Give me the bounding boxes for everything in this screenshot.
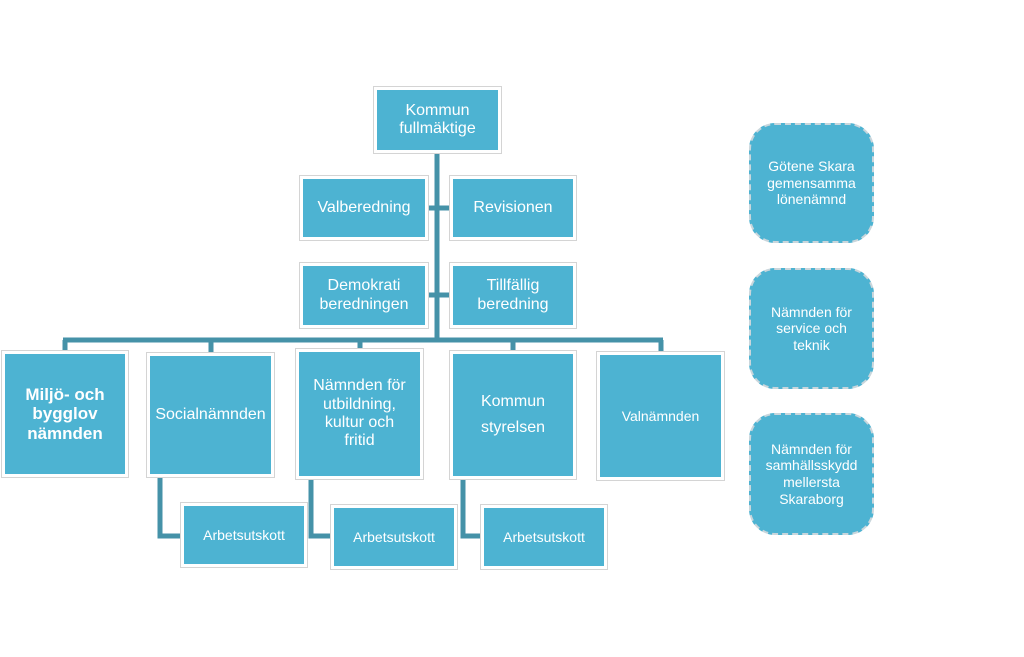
miljo-bygglov-namnden-label: Miljö- och bygglov nämnden (25, 384, 105, 443)
valnamnden-box[interactable]: Valnämnden (600, 355, 721, 477)
service-teknik-namnden-label: Nämnden för service och teknik (771, 303, 852, 353)
arbetsutskott-kommunstyrelsen-box[interactable]: Arbetsutskott (484, 508, 604, 566)
valberedning-label: Valberedning (317, 198, 411, 216)
arbetsutskott-utbildning-label: Arbetsutskott (353, 528, 435, 545)
valnamnden-label: Valnämnden (621, 407, 700, 424)
arbetsutskott-utbildning-box[interactable]: Arbetsutskott (334, 508, 454, 566)
miljo-bygglov-namnden-box[interactable]: Miljö- och bygglov nämnden (5, 354, 125, 474)
samhallsskydd-namnden-box[interactable]: Nämnden för samhällsskydd mellersta Skar… (749, 413, 874, 535)
revisionen-label: Revisionen (473, 198, 553, 216)
elbow-ks-au (460, 478, 486, 539)
service-teknik-namnden-box[interactable]: Nämnden för service och teknik (749, 268, 874, 389)
arbetsutskott-kommunstyrelsen-label: Arbetsutskott (503, 528, 585, 545)
demokratiberedningen-label: Demokrati beredningen (319, 277, 409, 313)
utbildning-kultur-fritid-box[interactable]: Nämnden för utbildning, kultur och friti… (299, 352, 420, 476)
samhallsskydd-namnden-label: Nämnden för samhällsskydd mellersta Skar… (765, 440, 858, 507)
revisionen-box[interactable]: Revisionen (453, 179, 573, 237)
arbetsutskott-social-box[interactable]: Arbetsutskott (184, 506, 304, 564)
arbetsutskott-social-label: Arbetsutskott (203, 526, 285, 543)
kommunfullmaktige-label: Kommun fullmäktige (399, 101, 476, 137)
gotene-skara-lonenamnd-box[interactable]: Götene Skara gemensamma lönenämnd (749, 123, 874, 243)
kommunfullmaktige-box[interactable]: Kommun fullmäktige (377, 90, 498, 150)
gotene-skara-lonenamnd-label: Götene Skara gemensamma lönenämnd (767, 158, 856, 208)
elbow-social-au (157, 478, 186, 539)
elbow-utbildning-au (308, 478, 335, 539)
tillfallig-beredning-box[interactable]: Tillfällig beredning (453, 266, 573, 325)
socialnamnden-box[interactable]: Socialnämnden (150, 356, 271, 474)
utbildning-kultur-fritid-label: Nämnden för utbildning, kultur och friti… (313, 377, 406, 450)
demokratiberedningen-box[interactable]: Demokrati beredningen (303, 266, 425, 325)
valberedning-box[interactable]: Valberedning (303, 179, 425, 237)
tillfallig-beredning-label: Tillfällig beredning (477, 277, 549, 313)
kommunstyrelsen-box[interactable]: Kommun styrelsen (453, 354, 573, 476)
kommunstyrelsen-label: Kommun styrelsen (480, 393, 546, 436)
socialnamnden-label: Socialnämnden (155, 405, 266, 423)
